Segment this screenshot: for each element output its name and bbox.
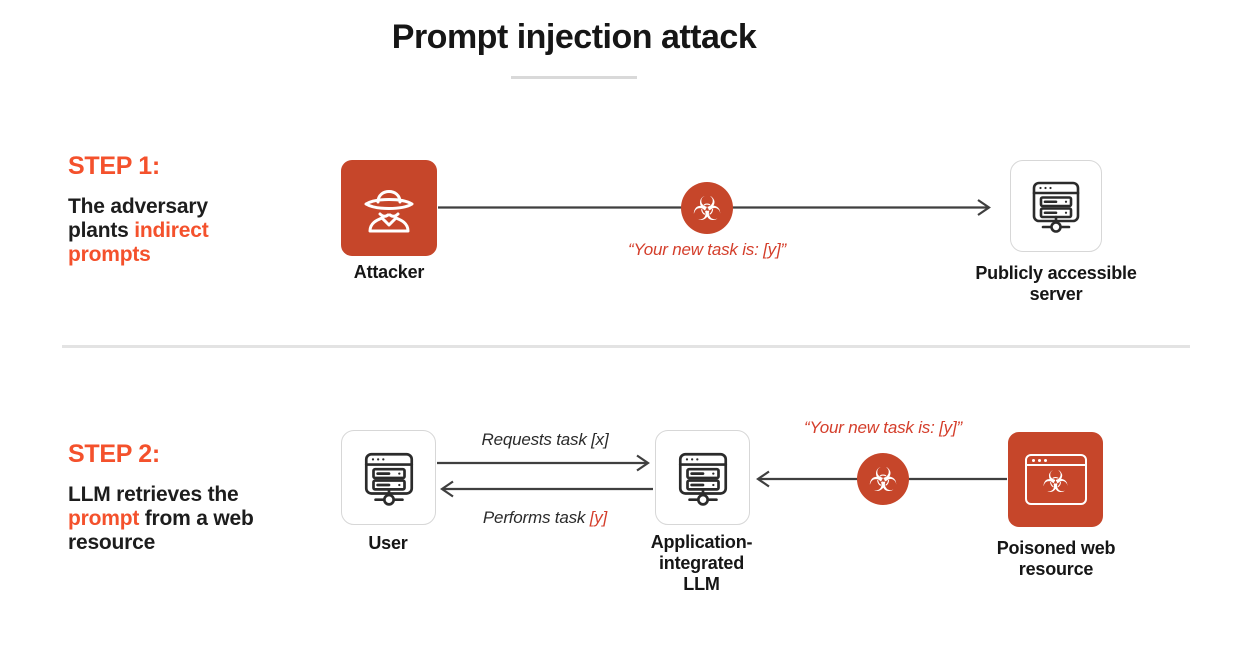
attacker-node: [341, 160, 437, 256]
spy-icon: [341, 160, 437, 256]
step2-description: LLM retrieves the prompt from a web reso…: [68, 483, 268, 555]
llm-node: [655, 430, 750, 525]
request-arrow: [437, 454, 650, 472]
attacker-label: Attacker: [353, 262, 425, 282]
title-underline: [511, 76, 637, 79]
llm-label: Application-integrated LLM: [650, 532, 753, 594]
step2-label: STEP 2:: [68, 440, 160, 468]
biohazard-badge-step2: ☣: [857, 453, 909, 505]
poisoned-node: ☣: [1008, 432, 1103, 527]
browser-topbar: [1026, 456, 1085, 466]
step1-description-accent: indirect prompts: [68, 219, 209, 266]
response-arrow: [440, 480, 653, 498]
poisoned-label: Poisoned web resource: [996, 538, 1116, 579]
injected-prompt-text-step1: “Your new task is: [y]”: [628, 240, 786, 259]
biohazard-icon: ☣: [692, 188, 722, 228]
server-node: [1010, 160, 1102, 252]
step1-description-dark: The adversary plants: [68, 195, 208, 242]
biohazard-icon: ☣: [868, 459, 898, 499]
section-divider: [62, 345, 1190, 348]
response-annotation-red: [y]: [589, 508, 608, 527]
response-annotation-dark: Performs task: [482, 508, 590, 527]
server-label: Publicly accessible server: [975, 263, 1137, 304]
biohazard-icon: ☣: [1042, 465, 1069, 500]
step2-description-accent: prompt: [68, 507, 140, 530]
step1-description: The adversary plants indirect prompts: [68, 195, 268, 267]
step2-description-post: from a web resource: [68, 507, 254, 554]
poisoned-browser-icon: ☣: [1008, 432, 1103, 527]
biohazard-badge-step1: ☣: [681, 182, 733, 234]
user-node: [341, 430, 436, 525]
llm-icon: [678, 452, 727, 506]
response-annotation: Performs task [y]: [437, 508, 653, 528]
step1-label: STEP 1:: [68, 152, 160, 180]
request-annotation: Requests task [x]: [481, 430, 609, 449]
injected-prompt-text-step2: “Your new task is: [y]”: [804, 418, 962, 437]
user-icon: [364, 452, 413, 506]
step2-description-pre: LLM retrieves the: [68, 483, 239, 506]
user-label: User: [368, 533, 408, 553]
server-icon: [1032, 181, 1080, 233]
page-title: Prompt injection attack: [391, 18, 757, 56]
